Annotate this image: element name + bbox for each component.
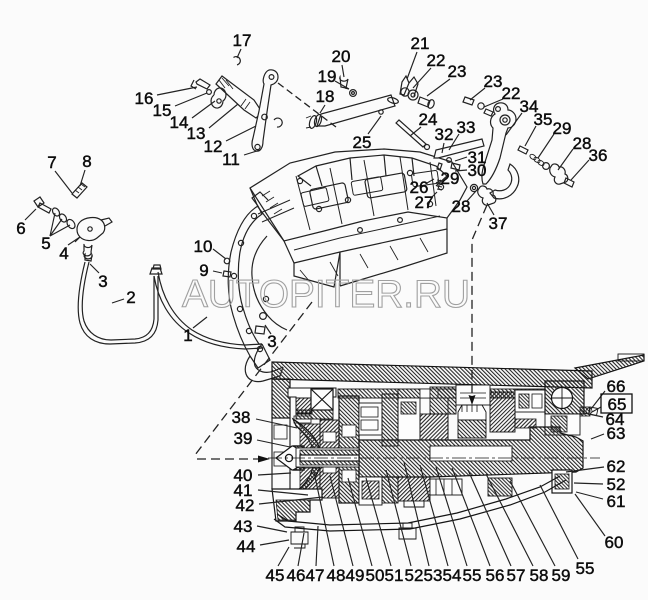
svg-text:51: 51 bbox=[385, 566, 404, 585]
svg-text:8: 8 bbox=[82, 152, 91, 171]
svg-text:34: 34 bbox=[520, 97, 539, 116]
svg-text:49: 49 bbox=[346, 566, 365, 585]
svg-text:36: 36 bbox=[589, 146, 608, 165]
svg-text:59: 59 bbox=[552, 566, 571, 585]
svg-text:16: 16 bbox=[135, 89, 154, 108]
svg-text:65: 65 bbox=[608, 395, 627, 414]
svg-text:4: 4 bbox=[59, 244, 68, 263]
svg-text:41: 41 bbox=[234, 481, 253, 500]
svg-text:15: 15 bbox=[153, 101, 172, 120]
svg-text:48: 48 bbox=[327, 566, 346, 585]
svg-text:17: 17 bbox=[233, 31, 252, 50]
svg-text:55: 55 bbox=[576, 559, 595, 578]
svg-text:47: 47 bbox=[306, 566, 325, 585]
svg-text:45: 45 bbox=[266, 566, 285, 585]
svg-text:3: 3 bbox=[267, 332, 276, 351]
svg-text:12: 12 bbox=[204, 137, 223, 156]
svg-text:5: 5 bbox=[41, 234, 50, 253]
svg-text:40: 40 bbox=[234, 466, 253, 485]
svg-text:18: 18 bbox=[316, 87, 335, 106]
svg-text:37: 37 bbox=[489, 214, 508, 233]
svg-text:7: 7 bbox=[47, 153, 56, 172]
svg-text:64: 64 bbox=[606, 410, 625, 429]
svg-text:52: 52 bbox=[405, 566, 424, 585]
svg-text:62: 62 bbox=[607, 457, 626, 476]
svg-text:58: 58 bbox=[530, 566, 549, 585]
svg-text:25: 25 bbox=[353, 133, 372, 152]
svg-text:42: 42 bbox=[236, 496, 255, 515]
svg-text:22: 22 bbox=[427, 51, 446, 70]
svg-text:54: 54 bbox=[443, 566, 462, 585]
svg-text:46: 46 bbox=[287, 566, 306, 585]
svg-text:30: 30 bbox=[468, 161, 487, 180]
svg-text:10: 10 bbox=[194, 237, 213, 256]
svg-text:29: 29 bbox=[553, 119, 572, 138]
svg-text:2: 2 bbox=[126, 288, 135, 307]
svg-text:26: 26 bbox=[410, 178, 429, 197]
svg-text:43: 43 bbox=[234, 517, 253, 536]
svg-text:14: 14 bbox=[170, 113, 189, 132]
svg-text:29: 29 bbox=[441, 169, 460, 188]
svg-text:28: 28 bbox=[573, 134, 592, 153]
svg-text:28: 28 bbox=[452, 197, 471, 216]
svg-text:61: 61 bbox=[607, 492, 626, 511]
svg-text:53: 53 bbox=[424, 566, 443, 585]
svg-text:35: 35 bbox=[534, 110, 553, 129]
svg-text:44: 44 bbox=[237, 537, 256, 556]
svg-text:39: 39 bbox=[234, 429, 253, 448]
svg-text:38: 38 bbox=[232, 408, 251, 427]
svg-text:31: 31 bbox=[468, 148, 487, 167]
svg-text:20: 20 bbox=[332, 47, 351, 66]
svg-text:57: 57 bbox=[507, 566, 526, 585]
svg-text:AUTOPITER.RU: AUTOPITER.RU bbox=[182, 273, 470, 316]
svg-text:21: 21 bbox=[411, 34, 430, 53]
svg-text:23: 23 bbox=[448, 62, 467, 81]
svg-text:22: 22 bbox=[502, 84, 521, 103]
svg-text:50: 50 bbox=[366, 566, 385, 585]
svg-text:11: 11 bbox=[222, 150, 240, 169]
svg-text:63: 63 bbox=[607, 424, 626, 443]
svg-text:66: 66 bbox=[607, 377, 626, 396]
svg-text:56: 56 bbox=[486, 566, 505, 585]
svg-text:33: 33 bbox=[457, 118, 476, 137]
svg-text:3: 3 bbox=[98, 272, 107, 291]
svg-text:6: 6 bbox=[16, 219, 25, 238]
svg-text:27: 27 bbox=[415, 193, 434, 212]
svg-text:52: 52 bbox=[607, 475, 626, 494]
svg-text:1: 1 bbox=[183, 326, 192, 345]
svg-text:24: 24 bbox=[419, 110, 438, 129]
svg-text:23: 23 bbox=[484, 72, 503, 91]
svg-text:60: 60 bbox=[605, 533, 624, 552]
svg-text:55: 55 bbox=[463, 566, 482, 585]
svg-text:13: 13 bbox=[187, 124, 206, 143]
svg-text:32: 32 bbox=[435, 125, 454, 144]
svg-text:19: 19 bbox=[318, 67, 337, 86]
svg-text:9: 9 bbox=[199, 261, 208, 280]
